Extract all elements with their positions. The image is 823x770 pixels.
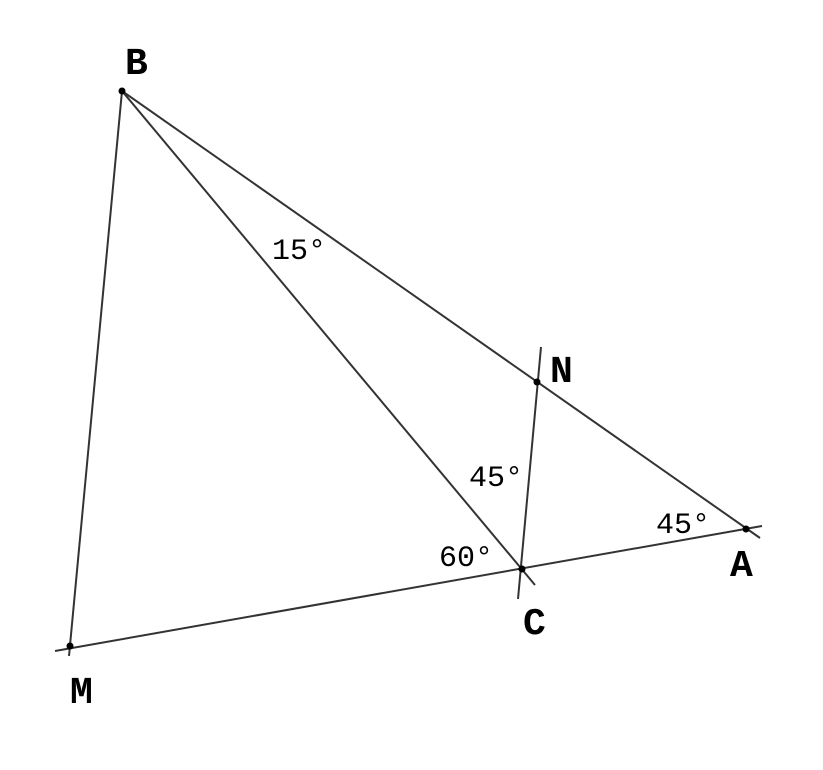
- angle-label-abc: 15°: [272, 235, 326, 269]
- line-nc: [517, 346, 542, 600]
- angle-label-ncb: 45°: [469, 462, 523, 496]
- point-n: [533, 378, 541, 386]
- angle-label-bac: 45°: [656, 509, 710, 543]
- line-bm: [68, 90, 123, 657]
- line-bc: [121, 90, 536, 586]
- point-a: [742, 525, 750, 533]
- point-m: [66, 642, 74, 650]
- label-m: M: [70, 672, 93, 715]
- label-b: B: [125, 43, 148, 86]
- line-ma: [54, 525, 763, 652]
- line-ba: [121, 90, 761, 539]
- label-c: C: [523, 603, 546, 646]
- point-b: [118, 87, 126, 95]
- label-n: N: [550, 351, 573, 394]
- point-c: [518, 565, 526, 573]
- label-a: A: [730, 545, 753, 588]
- angle-label-bcm: 60°: [439, 542, 493, 576]
